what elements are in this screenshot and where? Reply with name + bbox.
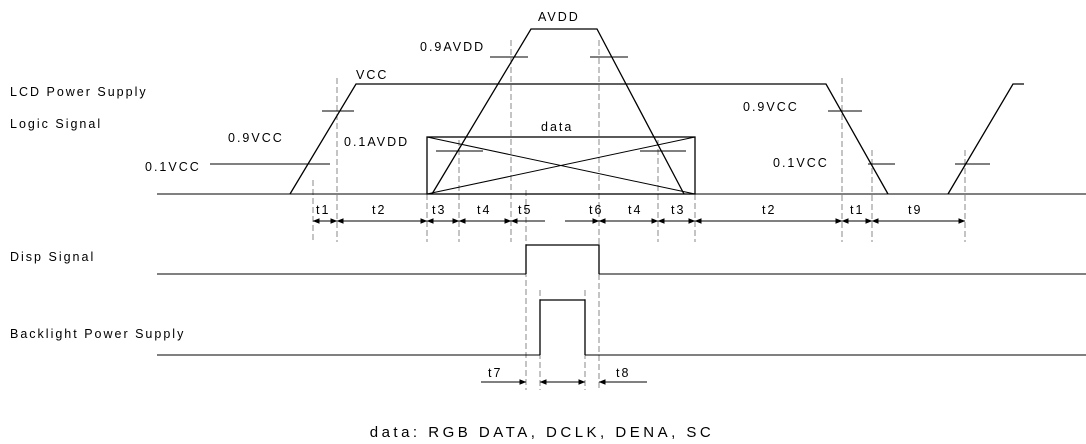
disp-signal-label: Disp Signal [10,250,95,264]
t9-label: t9 [908,203,922,217]
vcc-90-fall-label: 0.9VCC [743,100,799,114]
vcc-label: VCC [356,68,388,82]
vcc-repower-waveform [947,83,1024,195]
t1-second-label: t1 [850,203,864,217]
t3-label: t3 [432,203,446,217]
data-caption: data: RGB DATA, DCLK, DENA, SC [370,424,715,441]
vcc-10-rise-label: 0.1VCC [145,160,201,174]
t4-second-label: t4 [628,203,642,217]
avdd-90-label: 0.9AVDD [420,40,485,54]
t4-label: t4 [477,203,491,217]
lcd-power-label: LCD Power Supply [10,85,148,99]
vcc-10-fall-label: 0.1VCC [773,156,829,170]
t1-label: t1 [316,203,330,217]
t7-label: t7 [488,366,502,380]
backlight-pulse [539,299,586,355]
timing-guides [312,40,966,390]
vcc-waveform [289,83,889,195]
t5-label: t5 [518,203,532,217]
interval-arrows [312,218,966,385]
vcc-90-rise-label: 0.9VCC [228,131,284,145]
t2-label: t2 [372,203,386,217]
data-label: data [541,120,573,134]
avdd-label: AVDD [538,10,580,24]
logic-signal-label: Logic Signal [10,117,102,131]
t8-label: t8 [616,366,630,380]
avdd-waveform [431,28,685,195]
backlight-label: Backlight Power Supply [10,327,185,341]
level-ticks [210,56,990,165]
t3-second-label: t3 [671,203,685,217]
data-signal-box [426,136,696,195]
t2-second-label: t2 [762,203,776,217]
avdd-10-label: 0.1AVDD [344,135,409,149]
t6-label: t6 [589,203,603,217]
disp-pulse [525,244,600,274]
